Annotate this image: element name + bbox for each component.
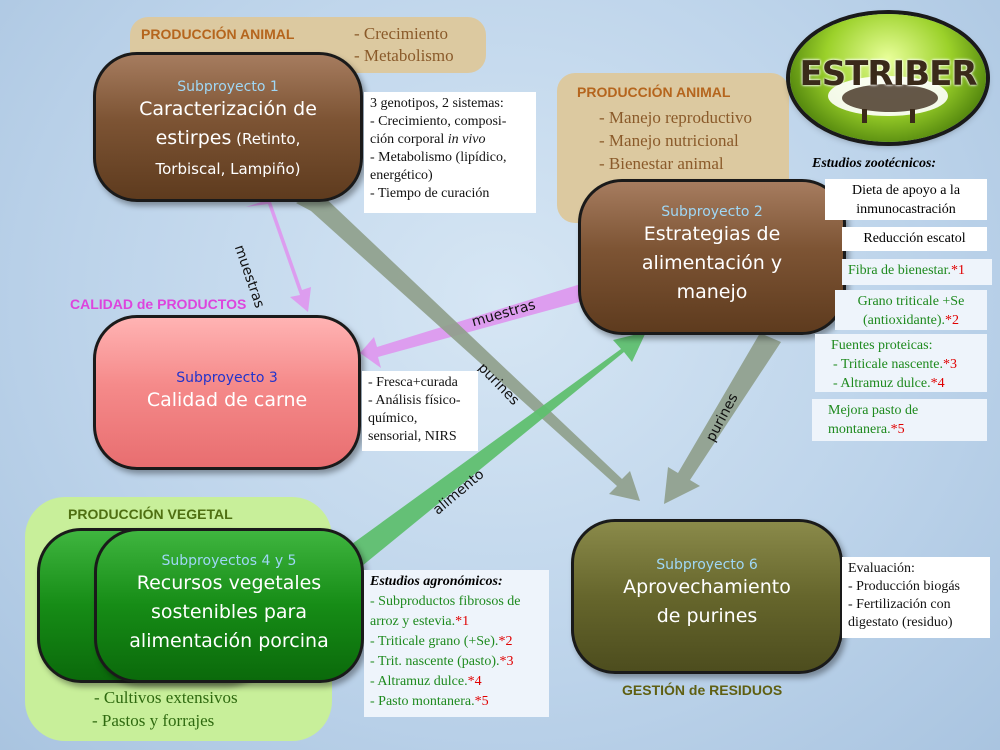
subproject-title: Estrategias de alimentación y manejo [641, 223, 783, 303]
zoo-item-6: Mejora pasto de montanera.*5 [812, 399, 987, 441]
category-produccion-animal-1: PRODUCCIÓN ANIMAL [141, 26, 295, 42]
subproject-label: Subproyecto 1 [177, 79, 279, 95]
zoo-item-5: Fuentes proteicas: - Triticale nascente.… [815, 334, 987, 392]
arrow-muestras-1 [246, 199, 311, 312]
subproject-label: Subproyecto 2 [661, 204, 763, 220]
zoo-item-2: Reducción escatol [842, 227, 987, 251]
produccion-vegetal-list: - Cultivos extensivos - Pastos y forraje… [92, 686, 238, 732]
estriber-logo: ESTRIBER [790, 14, 986, 142]
arrow-purines-1 [296, 191, 640, 501]
arrow-alimento [345, 332, 646, 566]
subproject-title: Calidad de carne [146, 389, 308, 411]
zoo-item-1: Dieta de apoyo a la inmunocastración [825, 179, 987, 220]
list-item: - Pastos y forrajes [92, 711, 215, 730]
subproyecto-2-box[interactable]: Subproyecto 2 Estrategias de alimentació… [578, 179, 846, 335]
estudios-zootecnicos-title: Estudios zootécnicos: [812, 156, 937, 171]
list-item: - Manejo nutricional [599, 131, 739, 150]
list-item: - Manejo reproductivo [599, 108, 752, 127]
list-item: - Metabolismo [354, 46, 454, 65]
pig-icon [828, 76, 948, 123]
subproject-label: Subproyecto 6 [656, 557, 758, 573]
subproject-label: Subproyectos 4 y 5 [161, 553, 297, 569]
category-gestion-residuos: GESTIÓN de RESIDUOS [622, 682, 783, 698]
subproyecto-4-5-box[interactable]: Subproyectos 4 y 5 Recursos vegetales so… [94, 528, 364, 683]
logo-text: ESTRIBER [799, 54, 977, 94]
subproyecto-6-box[interactable]: Subproyecto 6 Aprovechamiento de purines [571, 519, 843, 674]
note-subproyecto-6: Evaluación: - Producción biogás - Fertil… [842, 557, 990, 638]
produccion-animal-2-list: - Manejo reproductivo - Manejo nutricion… [599, 106, 752, 175]
subproyecto-1-box[interactable]: Subproyecto 1 Caracterización de estirpe… [93, 52, 363, 202]
subproject-title: Aprovechamiento de purines [623, 576, 791, 627]
arrow-purines-2 [664, 333, 781, 504]
note-subproyecto-1: 3 genotipos, 2 sistemas: - Crecimiento, … [364, 92, 536, 213]
note-subproyecto-3: - Fresca+curada - Análisis físico- quími… [362, 371, 478, 451]
zoo-item-3: Fibra de bienestar.*1 [842, 259, 992, 285]
list-item: - Bienestar animal [599, 154, 724, 173]
zoo-item-4: Grano triticale +Se (antioxidante).*2 [835, 290, 987, 330]
list-item: - Crecimiento [354, 24, 448, 43]
produccion-animal-1-list: - Crecimiento - Metabolismo [354, 23, 454, 67]
arrow-muestras-2 [360, 283, 590, 368]
estudios-agronomicos: Estudios agronómicos: - Subproductos fib… [364, 570, 549, 717]
subproject-title: Recursos vegetales sostenibles para alim… [129, 572, 329, 652]
subproyecto-3-box[interactable]: Subproyecto 3 Calidad de carne [93, 315, 361, 470]
category-calidad-productos: CALIDAD de PRODUCTOS [70, 296, 247, 312]
category-produccion-vegetal: PRODUCCIÓN VEGETAL [68, 506, 233, 522]
category-produccion-animal-2: PRODUCCIÓN ANIMAL [577, 84, 731, 100]
list-item: - Cultivos extensivos [94, 688, 238, 707]
subproject-label: Subproyecto 3 [176, 370, 278, 386]
subproject-title: Caracterización de estirpes (Retinto, To… [139, 98, 317, 178]
